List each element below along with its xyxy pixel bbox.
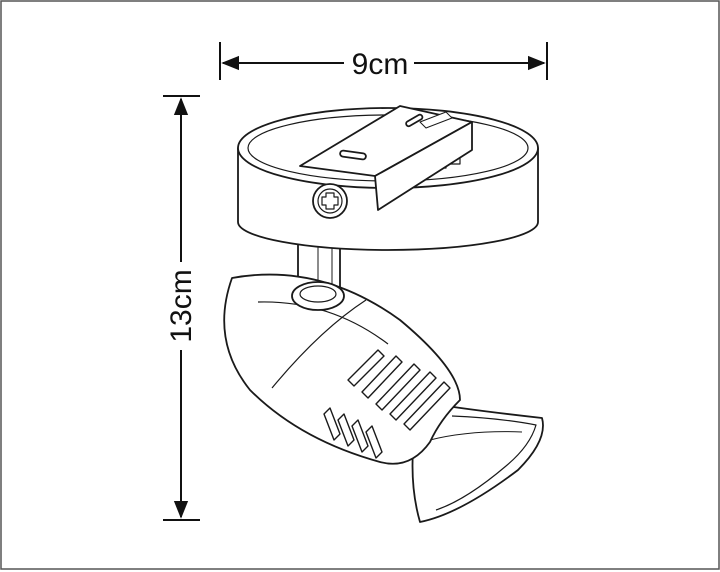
lamp-body (223, 105, 544, 523)
swivel-joint (291, 281, 345, 311)
width-dimension (219, 42, 548, 80)
spotlight-head (223, 273, 544, 523)
cooling-vents (323, 349, 451, 459)
mounting-bracket (299, 105, 473, 211)
height-label: 13cm (165, 269, 198, 342)
height-dimension (163, 95, 200, 521)
width-label: 9cm (352, 48, 409, 81)
fixing-screw (312, 183, 348, 219)
ceiling-canopy (237, 105, 539, 251)
